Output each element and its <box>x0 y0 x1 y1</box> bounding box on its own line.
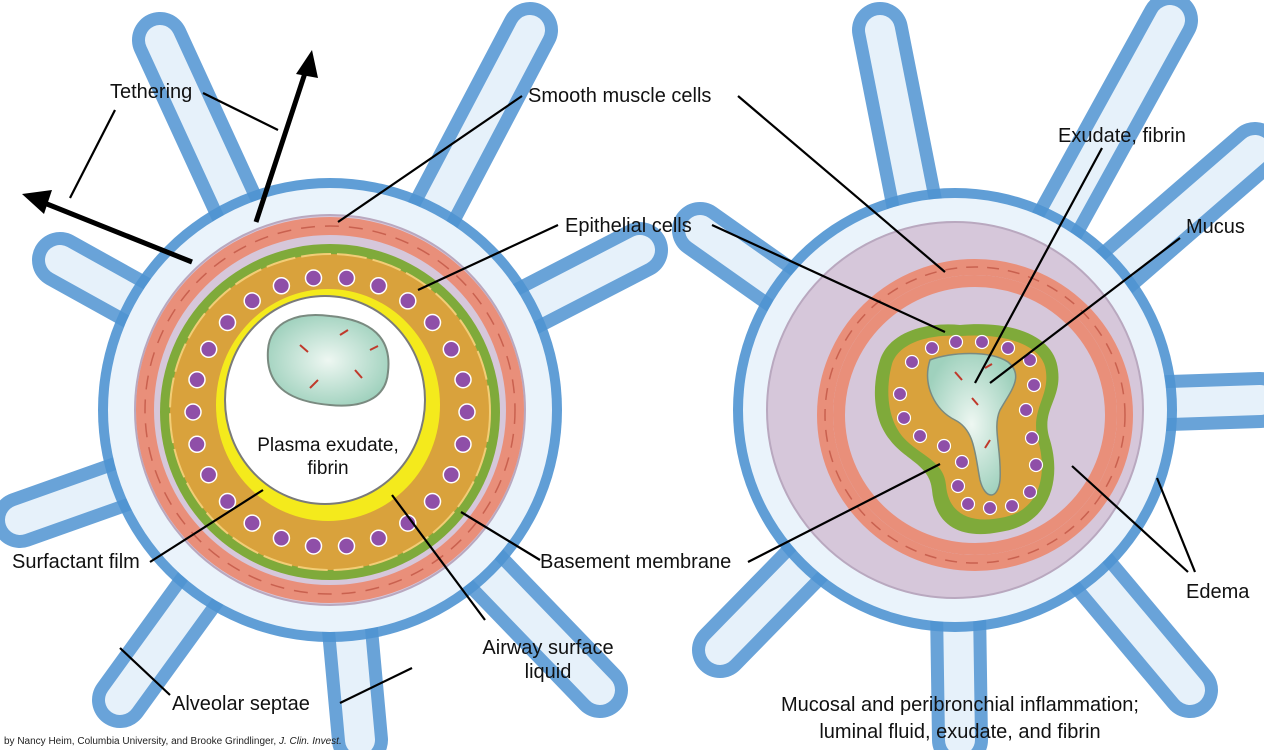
nucleus <box>189 372 205 388</box>
credit-journal: J. Clin. Invest. <box>279 736 342 747</box>
nucleus <box>976 336 989 349</box>
nucleus <box>894 388 907 401</box>
label-tethering: Tethering <box>110 80 192 104</box>
nucleus <box>1006 500 1019 513</box>
caption: Mucosal and peribronchial inflammation; … <box>680 692 1240 746</box>
nucleus <box>306 538 322 554</box>
label-alveolar-septae: Alveolar septae <box>172 692 310 716</box>
credit-line: by Nancy Heim, Columbia University, and … <box>4 736 342 747</box>
nucleus <box>952 480 965 493</box>
nucleus <box>371 278 387 294</box>
nucleus <box>906 356 919 369</box>
nucleus <box>244 515 260 531</box>
label-edema: Edema <box>1186 580 1249 604</box>
nucleus <box>273 530 289 546</box>
nucleus <box>938 440 951 453</box>
label-plasma-exudate: Plasma exudate, fibrin <box>228 434 428 480</box>
nucleus <box>201 341 217 357</box>
label-airway-surface-liquid-line2: liquid <box>478 660 618 684</box>
nucleus <box>455 436 471 452</box>
left-plasma-exudate <box>268 315 389 406</box>
caption-line1: Mucosal and peribronchial inflammation; <box>680 692 1240 719</box>
nucleus <box>1028 379 1041 392</box>
nucleus <box>1026 432 1039 445</box>
nucleus <box>459 404 475 420</box>
label-smooth-muscle-cells: Smooth muscle cells <box>528 84 711 108</box>
nucleus <box>962 498 975 511</box>
label-plasma-exudate-line1: Plasma exudate, <box>228 434 428 457</box>
label-basement-membrane: Basement membrane <box>540 550 731 574</box>
nucleus <box>425 494 441 510</box>
nucleus <box>306 270 322 286</box>
label-plasma-exudate-line2: fibrin <box>228 457 428 480</box>
nucleus <box>956 456 969 469</box>
nucleus <box>984 502 997 515</box>
nucleus <box>201 467 217 483</box>
nucleus <box>371 530 387 546</box>
nucleus <box>950 336 963 349</box>
nucleus <box>1020 404 1033 417</box>
nucleus <box>914 430 927 443</box>
nucleus <box>1024 486 1037 499</box>
nucleus <box>339 538 355 554</box>
nucleus <box>189 436 205 452</box>
label-exudate-fibrin: Exudate, fibrin <box>1058 124 1186 148</box>
nucleus <box>926 342 939 355</box>
label-surfactant-film: Surfactant film <box>12 550 140 574</box>
nucleus <box>1002 342 1015 355</box>
right-airway-wall <box>767 222 1143 598</box>
nucleus <box>1030 459 1043 472</box>
label-airway-surface-liquid: Airway surface liquid <box>478 636 618 684</box>
nucleus <box>898 412 911 425</box>
nucleus <box>443 341 459 357</box>
label-airway-surface-liquid-line1: Airway surface <box>478 636 618 660</box>
caption-line2: luminal fluid, exudate, and fibrin <box>680 719 1240 746</box>
nucleus <box>455 372 471 388</box>
nucleus <box>185 404 201 420</box>
nucleus <box>273 278 289 294</box>
label-epithelial-cells: Epithelial cells <box>565 214 692 238</box>
credit-text: by Nancy Heim, Columbia University, and … <box>4 736 279 747</box>
label-mucus: Mucus <box>1186 215 1245 239</box>
nucleus <box>220 494 236 510</box>
nucleus <box>244 293 260 309</box>
nucleus <box>443 467 459 483</box>
nucleus <box>220 315 236 331</box>
nucleus <box>425 315 441 331</box>
nucleus <box>339 270 355 286</box>
nucleus <box>400 293 416 309</box>
